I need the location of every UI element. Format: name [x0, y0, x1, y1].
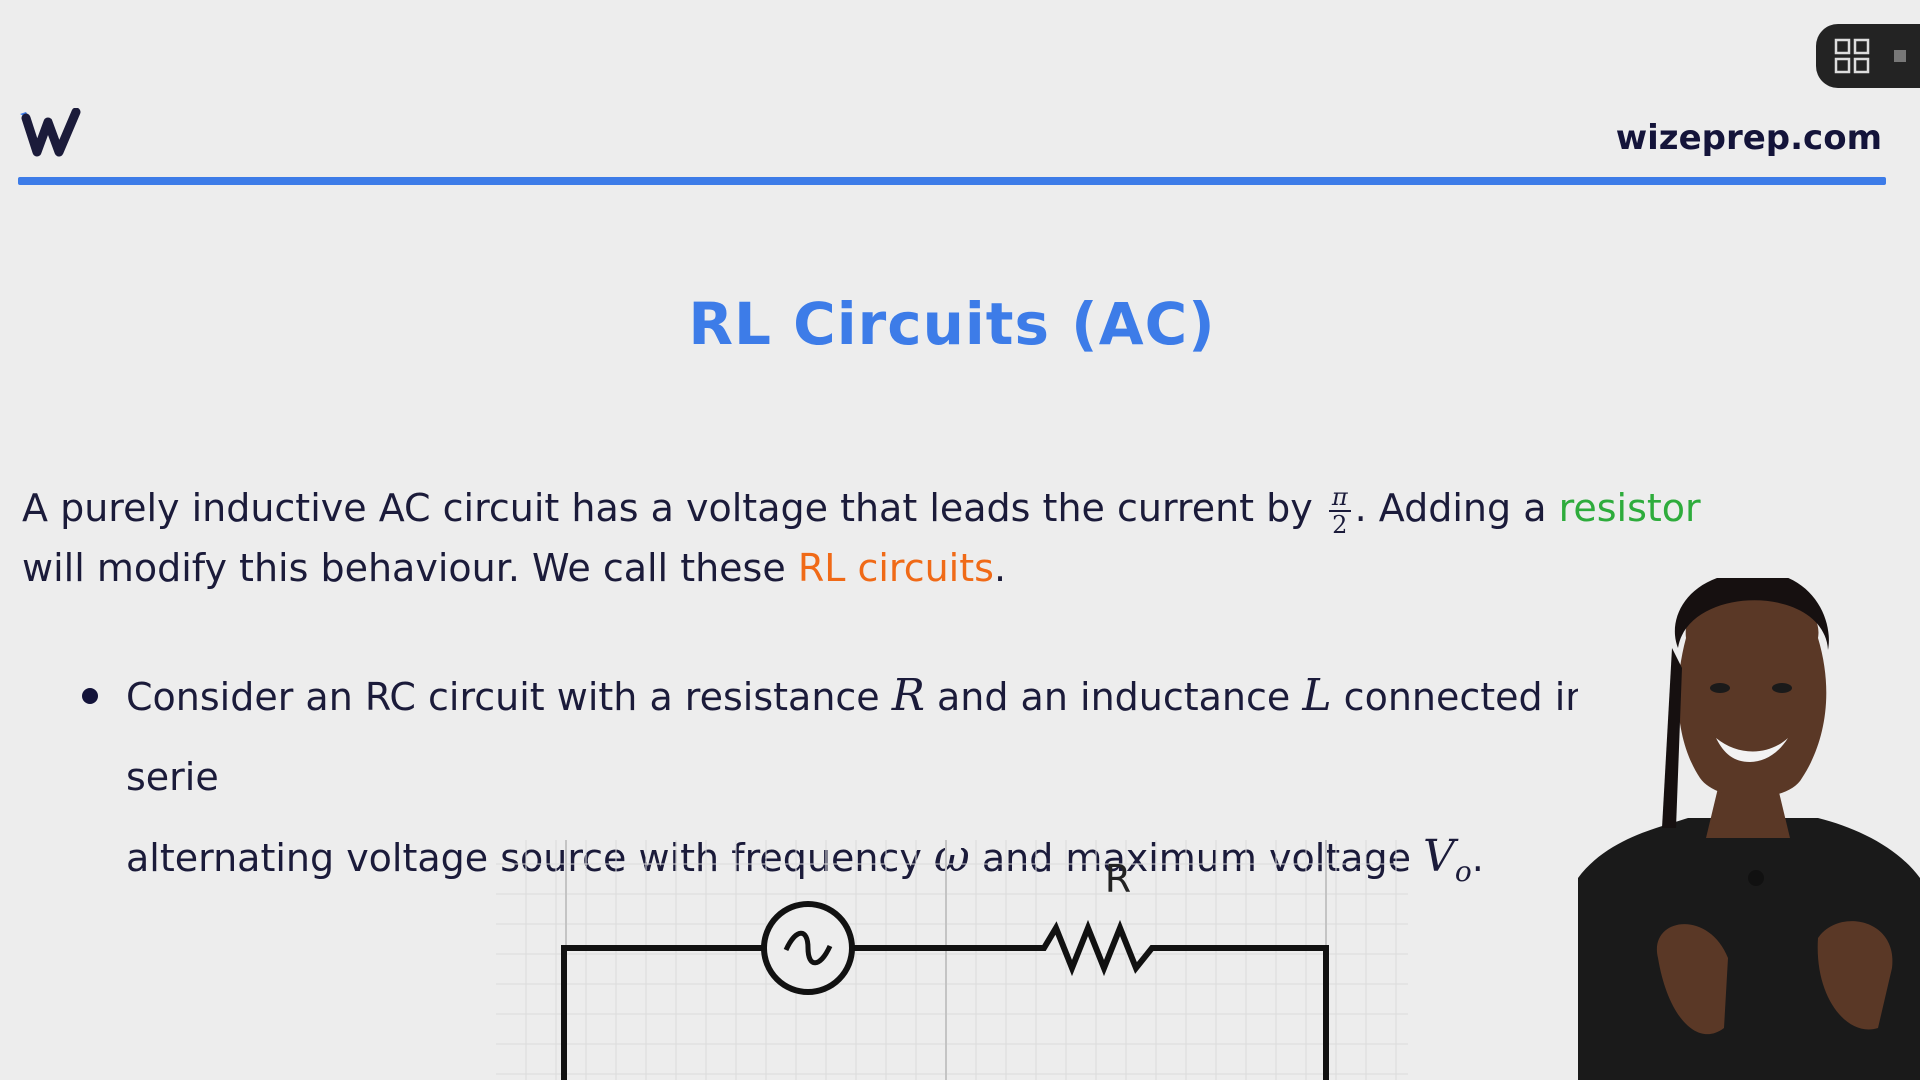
resistor-highlight: resistor — [1558, 486, 1701, 530]
stop-icon — [1894, 50, 1906, 62]
bullet-text: Consider an RC circuit with a resistance… — [126, 670, 1590, 888]
grid-icon — [1834, 38, 1870, 74]
header-divider — [18, 177, 1886, 185]
bullet-item: Consider an RC circuit with a resistance… — [82, 656, 1682, 912]
bullet-dot — [82, 688, 98, 704]
presenter-video — [1578, 578, 1920, 1080]
site-url: wizeprep.com — [1615, 118, 1882, 158]
rl-circuits-highlight: RL circuits — [797, 546, 994, 590]
layout-toggle-button[interactable] — [1816, 24, 1920, 88]
wizeprep-logo — [20, 108, 81, 157]
intro-paragraph: A purely inductive AC circuit has a volt… — [22, 482, 1701, 591]
slide-title: RL Circuits (AC) — [688, 290, 1216, 358]
rl-circuit-diagram: R — [496, 840, 1408, 1080]
resistor-label: R — [1105, 857, 1131, 901]
